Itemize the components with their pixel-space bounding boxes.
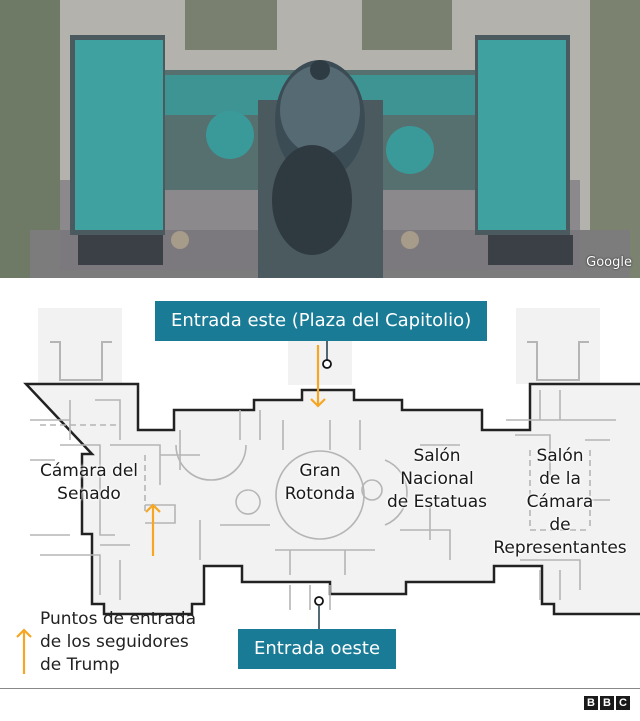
east-entrance-marker [322,359,332,369]
legend-line: de Trump [40,655,120,675]
footer-divider [0,688,640,689]
statuary-label-line: de Estatuas [386,492,488,512]
legend-line: Puntos de entrada [40,609,196,629]
bbc-logo-letter: C [616,696,630,710]
trump-supporters-entry-arrow-east [310,345,326,408]
east-entrance-label: Entrada este (Plaza del Capitolio) [155,301,488,341]
statuary-hall-label: Salón Nacional de Estatuas [374,445,500,514]
rotunda-label: Gran Rotonda [268,460,372,506]
rotunda-label-line: Gran [299,461,341,481]
west-entrance-label: Entrada oeste [238,629,397,669]
house-chamber-label: Salón de la Cámara de Representantes [484,445,636,560]
floor-plan [23,308,640,630]
bbc-logo-letter: B [600,696,614,710]
house-label-line: Representantes [493,538,627,558]
legend-line: de los seguidores [40,632,189,652]
orange-arrow-up-icon [16,628,32,674]
legend-text: Puntos de entrada de los seguidores de T… [40,608,196,677]
legend: Puntos de entrada de los seguidores de T… [14,608,244,682]
statuary-label-line: Nacional [400,469,474,489]
house-label-line: de la [539,469,581,489]
senate-chamber-label: Cámara del Senado [24,460,154,506]
house-label-line: Cámara [526,492,594,512]
house-label-line: Salón [536,446,584,466]
senate-label-line: Senado [57,484,121,504]
west-entrance-marker [314,596,324,606]
statuary-label-line: Salón [413,446,461,466]
aerial-photo: Google [0,0,640,278]
google-attribution: Google [586,255,632,270]
trump-supporters-entry-arrow-senate [145,503,161,556]
capitol-aerial-illustration [0,0,640,278]
house-label-line: de [549,515,571,535]
bbc-logo: B B C [584,696,630,710]
senate-label-line: Cámara del [39,461,139,481]
bbc-logo-letter: B [584,696,598,710]
rotunda-label-line: Rotonda [284,484,356,504]
